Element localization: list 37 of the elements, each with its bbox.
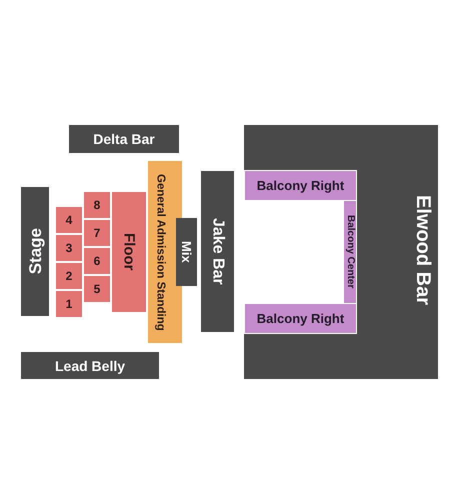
seating-section xyxy=(83,247,111,275)
floor-section xyxy=(111,191,147,313)
section-number: 6 xyxy=(94,255,100,267)
section-label: Balcony Right xyxy=(256,179,344,192)
seating-section xyxy=(83,275,111,303)
seating-section xyxy=(55,206,83,234)
bar-area xyxy=(69,125,179,153)
balcony-section xyxy=(244,303,357,334)
area-label: General Admission Standing xyxy=(154,174,166,330)
bar-area xyxy=(21,352,159,379)
stage-label: Stage xyxy=(26,228,44,275)
area-label: Mix xyxy=(180,241,193,263)
section-label: Floor xyxy=(122,233,136,271)
section-number: 8 xyxy=(94,199,100,211)
area-label: Delta Bar xyxy=(93,132,155,146)
section-label: Balcony Right xyxy=(256,312,344,325)
section-number: 5 xyxy=(94,283,100,295)
seating-section xyxy=(55,234,83,262)
stage-block xyxy=(21,187,49,316)
seating-section xyxy=(83,191,111,219)
section-number: 2 xyxy=(66,270,72,282)
standing-area xyxy=(148,161,182,343)
section-number: 4 xyxy=(66,214,72,226)
seating-section xyxy=(55,290,83,318)
section-number: 3 xyxy=(66,242,72,254)
area-label: Lead Belly xyxy=(54,358,126,372)
mix-booth xyxy=(176,218,197,286)
section-number: 7 xyxy=(94,227,100,239)
seating-section xyxy=(55,262,83,290)
bar-area xyxy=(201,171,234,332)
balcony-section xyxy=(244,170,357,201)
balcony-section xyxy=(343,200,357,304)
section-label: Balcony Center xyxy=(345,215,355,289)
area-label: Jake Bar xyxy=(210,218,226,285)
section-number: 1 xyxy=(66,298,72,310)
seating-section xyxy=(83,219,111,247)
area-label: Elwood Bar xyxy=(413,195,433,306)
